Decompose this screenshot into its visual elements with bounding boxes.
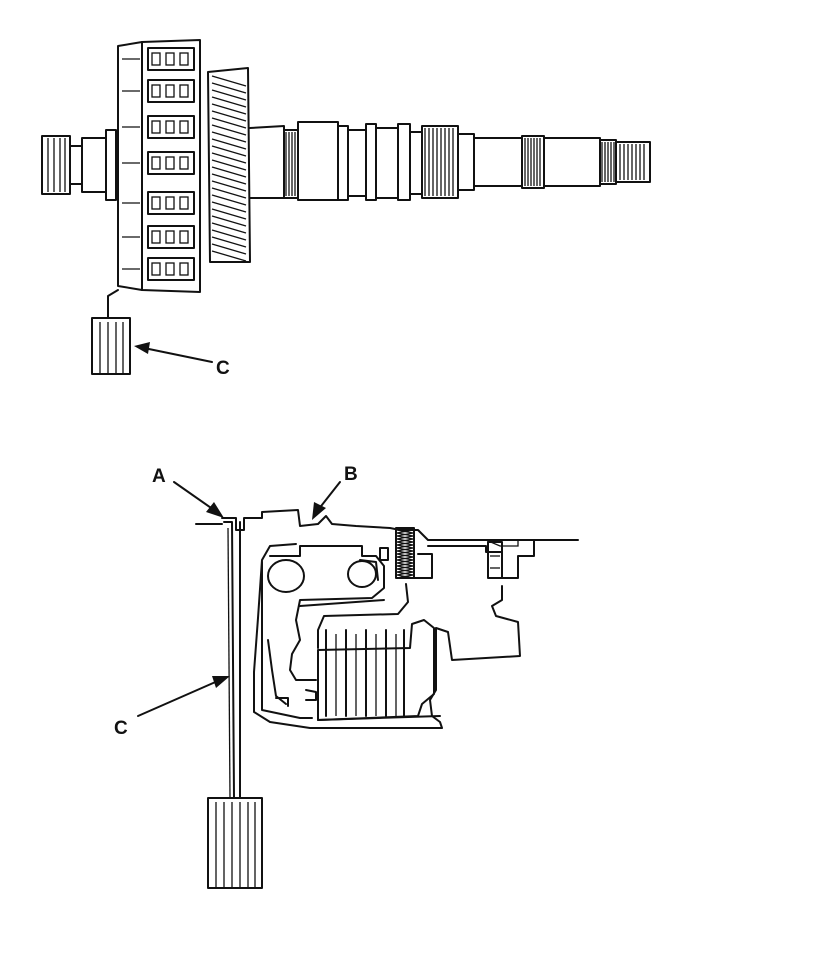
callout-arrow-a [173,481,224,518]
callout-arrow-bottom-c [137,676,230,717]
callout-label-top-c: C [216,358,230,379]
callout-arrow-b [312,481,341,520]
inner-chambers [261,545,409,719]
callout-arrow-top-c [134,342,213,363]
main-shaft [249,121,651,201]
clutch-drum [117,39,201,293]
right-gear-stub [487,541,503,579]
feeler-gauge-blade [223,521,241,799]
helical-gear [207,67,251,263]
shaft-assembly: C [41,39,651,379]
cross-section-assembly: A B C [114,464,579,889]
measuring-tool-bottom [207,797,263,889]
callout-label-bottom-c: C [114,718,128,739]
clutch-plate-pack [317,619,441,721]
callout-label-b: B [344,464,358,485]
knurled-seal [395,527,415,579]
left-shaft-stub [41,129,117,201]
measuring-tool-top [91,289,131,375]
callout-label-a: A [152,466,166,487]
